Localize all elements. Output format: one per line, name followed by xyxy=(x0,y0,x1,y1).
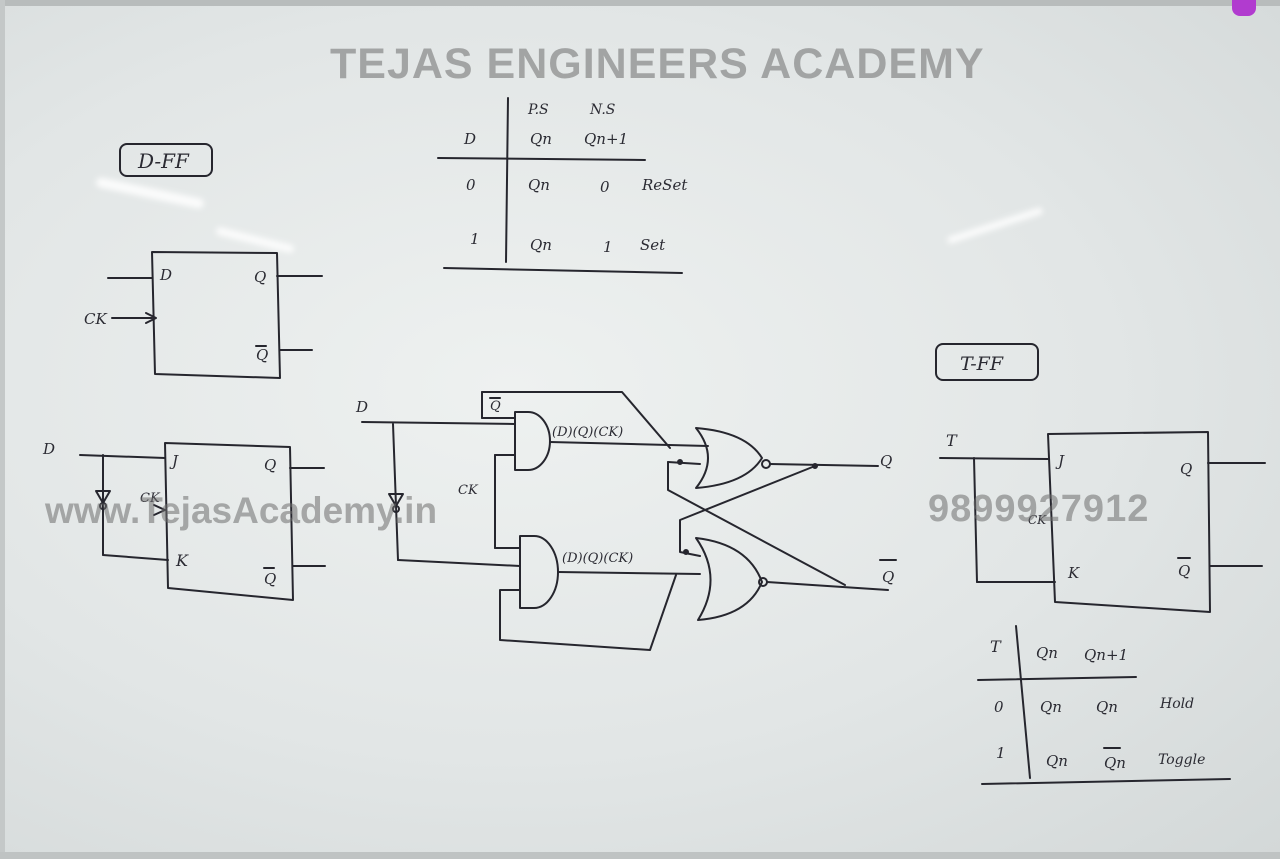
marker-cap xyxy=(1232,0,1256,16)
d-table-row2-qn: Qn xyxy=(530,236,552,254)
board-frame-bottom xyxy=(0,852,1280,859)
d-table-row2-note: Set xyxy=(640,236,666,254)
d-ff-input-d: D xyxy=(159,266,172,284)
watermark-title: TEJAS ENGINEERS ACADEMY xyxy=(330,40,985,88)
watermark-phone: 9899927912 xyxy=(928,488,1150,530)
jk-output-q: Q xyxy=(264,456,276,474)
t-ff-label-k: K xyxy=(1067,564,1080,582)
t-ff-output-q: Q xyxy=(1180,460,1192,478)
d-ff-block xyxy=(151,251,281,379)
t-table-row2-qn: Qn xyxy=(1046,752,1068,770)
d-table-row1-note: ReSet xyxy=(641,176,688,194)
t-table-row1-qn: Qn xyxy=(1040,698,1062,716)
and-bottom-expression: (D)(Q)(CK) xyxy=(562,551,633,566)
circuit-input-d: D xyxy=(355,398,368,416)
t-ff-output-qbar: Q xyxy=(1178,562,1190,580)
circuit-feedback-qbar: Q xyxy=(490,399,501,414)
t-table-row1-note: Hold xyxy=(1159,696,1194,712)
t-table-bottom-line xyxy=(981,778,1231,785)
d-table-row2-next: 1 xyxy=(603,238,613,256)
t-ff-heading-box xyxy=(935,343,1039,381)
jk-label-k: K xyxy=(175,551,189,570)
d-table-header-qn1: Qn+1 xyxy=(584,130,628,148)
jk-label-ck: CK xyxy=(140,491,161,506)
d-table-vline xyxy=(505,97,509,263)
jk-label-j: J xyxy=(169,452,179,470)
d-ff-heading-box xyxy=(119,143,213,177)
d-table-hline xyxy=(437,157,646,161)
jk-d-ff-block xyxy=(164,442,294,601)
t-table-row1-next: Qn xyxy=(1096,698,1118,716)
d-table-header-qn: Qn xyxy=(530,130,552,148)
d-ff-heading: D-FF xyxy=(137,149,190,173)
d-table-row1-qn: Qn xyxy=(528,176,550,194)
d-table-header-d: D xyxy=(463,130,476,148)
t-ff-heading: T-FF xyxy=(960,353,1004,375)
jk-input-d: D xyxy=(42,440,55,458)
jk-output-qbar: Q xyxy=(264,570,276,588)
t-table-hline xyxy=(977,676,1137,681)
d-ff-clock-label: CK xyxy=(84,310,107,328)
and-gate-bottom xyxy=(519,535,559,609)
d-table-ns-label: N.S xyxy=(589,102,615,118)
nor-gate-bottom xyxy=(695,537,763,621)
d-table-row1-next: 0 xyxy=(600,178,610,196)
t-table-row2-t: 1 xyxy=(996,744,1006,762)
d-table-bottom-line xyxy=(443,267,683,274)
circuit-output-q: Q xyxy=(880,452,892,470)
t-table-row1-t: 0 xyxy=(994,698,1004,716)
d-table-row2-d: 1 xyxy=(470,230,480,248)
t-ff-block xyxy=(1047,431,1211,613)
t-ff-label-j: J xyxy=(1055,452,1065,470)
circuit-inverter-icon xyxy=(388,493,404,507)
inverter-icon xyxy=(95,490,111,504)
nor-gate-top xyxy=(695,427,763,489)
d-table-row1-d: 0 xyxy=(466,176,476,194)
t-table-header-t: T xyxy=(990,637,1002,656)
t-table-vline xyxy=(1015,625,1031,779)
t-ff-label-ck: CK xyxy=(1028,513,1047,527)
and-top-expression: (D)(Q)(CK) xyxy=(552,425,623,440)
t-ff-input-t: T xyxy=(946,431,958,450)
t-table-row2-next: Qn xyxy=(1104,754,1126,772)
circuit-clock-label: CK xyxy=(458,483,479,498)
d-table-ps-label: P.S xyxy=(527,102,549,118)
circuit-output-qbar: Q xyxy=(882,568,894,586)
t-table-header-qn: Qn xyxy=(1036,644,1058,662)
d-ff-output-qbar: Q xyxy=(256,346,268,364)
t-table-row2-note: Toggle xyxy=(1158,752,1205,768)
and-gate-top xyxy=(514,411,551,471)
d-ff-output-q: Q xyxy=(254,268,266,286)
board-frame-top xyxy=(0,0,1280,6)
board-frame-left xyxy=(0,0,5,859)
watermark-website: www.TejasAcademy.in xyxy=(45,490,438,531)
t-table-header-qn1: Qn+1 xyxy=(1084,646,1128,664)
